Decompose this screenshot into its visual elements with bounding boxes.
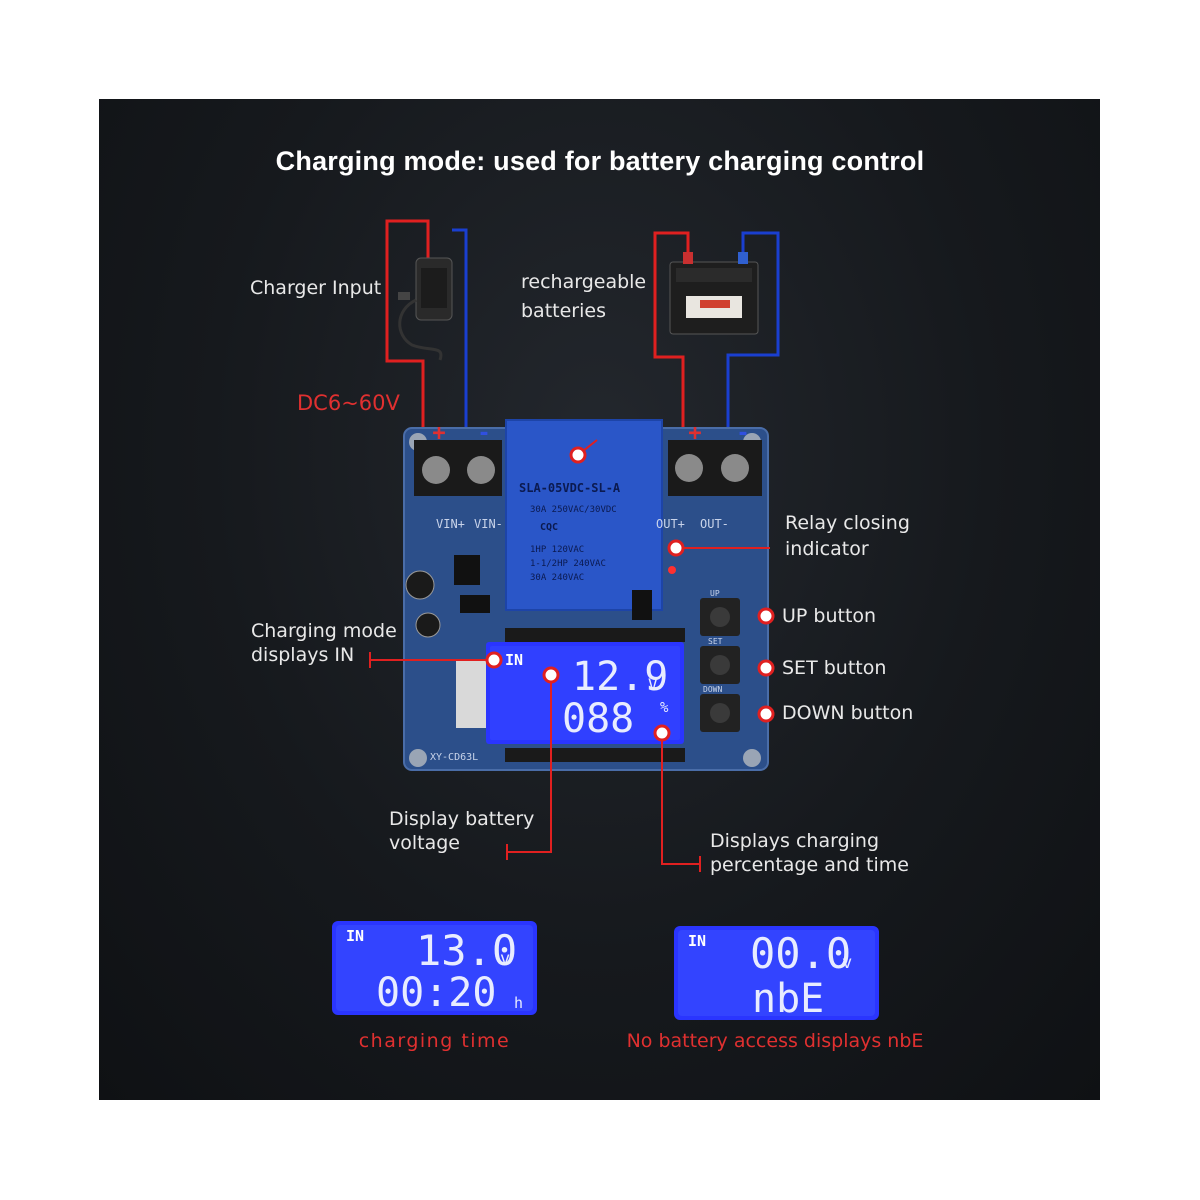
- battery-image: [669, 252, 759, 335]
- main-lcd-line2: 088: [562, 696, 634, 742]
- vin-plus-sign: +: [432, 421, 445, 446]
- terminal-vin-minus: VIN-: [474, 517, 503, 531]
- rechargeable-label-2: batteries: [521, 300, 606, 322]
- main-lcd-unit1: V: [648, 675, 658, 694]
- board-model: XY-CD63L: [430, 752, 478, 763]
- out-minus-sign: -: [736, 421, 749, 446]
- charging-time-caption: charging time: [358, 1030, 511, 1052]
- lcd-left-mode: IN: [346, 927, 364, 945]
- lcd-no-battery: [674, 926, 879, 1020]
- battery-red-wire: [653, 231, 690, 455]
- rechargeable-label-1: rechargeable: [521, 271, 647, 293]
- main-lcd-line1: 12.9: [572, 654, 668, 700]
- down-button-label: DOWN button: [782, 702, 914, 724]
- main-lcd-mode: IN: [505, 651, 523, 669]
- relay-text-6: 30A 240VAC: [530, 573, 584, 583]
- out-plus-sign: +: [688, 421, 701, 446]
- lcd-left-unit1: v: [500, 949, 510, 969]
- display-voltage-label-1: Display battery: [389, 808, 535, 830]
- terminal-out-plus: OUT+: [656, 517, 685, 531]
- vin-minus-sign: -: [477, 421, 490, 446]
- marker-dots: [485, 446, 775, 742]
- main-lcd-unit2: %: [660, 700, 669, 716]
- terminal-vin-plus: VIN+: [436, 517, 465, 531]
- display-percentage-label-2: percentage and time: [710, 854, 909, 876]
- relay-indicator-label-2: indicator: [785, 538, 869, 560]
- controller-board: [403, 419, 769, 771]
- relay-text-2: 30A 250VAC/30VDC: [530, 505, 617, 515]
- charging-mode-label-2: displays IN: [251, 644, 355, 666]
- relay-text-4: 1HP 120VAC: [530, 545, 584, 555]
- set-button-label: SET button: [782, 657, 887, 679]
- board-set-label: SET: [708, 637, 723, 646]
- display-voltage-label-2: voltage: [389, 832, 460, 854]
- board-up-label: UP: [710, 589, 720, 598]
- up-button-label: UP button: [782, 605, 877, 627]
- relay-text-5: 1-1/2HP 240VAC: [530, 559, 606, 569]
- no-battery-caption: No battery access displays nbE: [626, 1030, 924, 1052]
- charging-mode-label-1: Charging mode: [251, 620, 397, 642]
- charger-adapter: [398, 257, 453, 361]
- charger-blue-wire: [452, 228, 468, 455]
- diagram-title: Charging mode: used for battery charging…: [275, 146, 925, 176]
- lcd-left-unit2: h: [514, 994, 523, 1012]
- lcd-charging-time: [332, 921, 537, 1015]
- lcd-left-line2: 00:20: [376, 970, 496, 1016]
- display-percentage-label-1: Displays charging: [710, 830, 880, 852]
- board-down-label: DOWN: [703, 685, 722, 694]
- lcd-right-unit1: v: [842, 953, 852, 973]
- voltage-range-label: DC6~60V: [297, 391, 400, 415]
- lcd-right-line2: nbE: [752, 976, 824, 1022]
- charger-input-label: Charger Input: [250, 277, 382, 299]
- relay-indicator-label-1: Relay closing: [785, 512, 910, 534]
- terminal-out-minus: OUT-: [700, 517, 729, 531]
- lcd-right-mode: IN: [688, 932, 706, 950]
- battery-blue-wire: [726, 231, 780, 488]
- lcd-left-line1: 13.0: [416, 926, 517, 975]
- lcd-right-line1: 00.0: [750, 929, 851, 978]
- charger-red-wire: [385, 219, 430, 455]
- relay-text-3: CQC: [540, 522, 558, 533]
- relay-text-1: SLA-05VDC-SL-A: [519, 481, 621, 495]
